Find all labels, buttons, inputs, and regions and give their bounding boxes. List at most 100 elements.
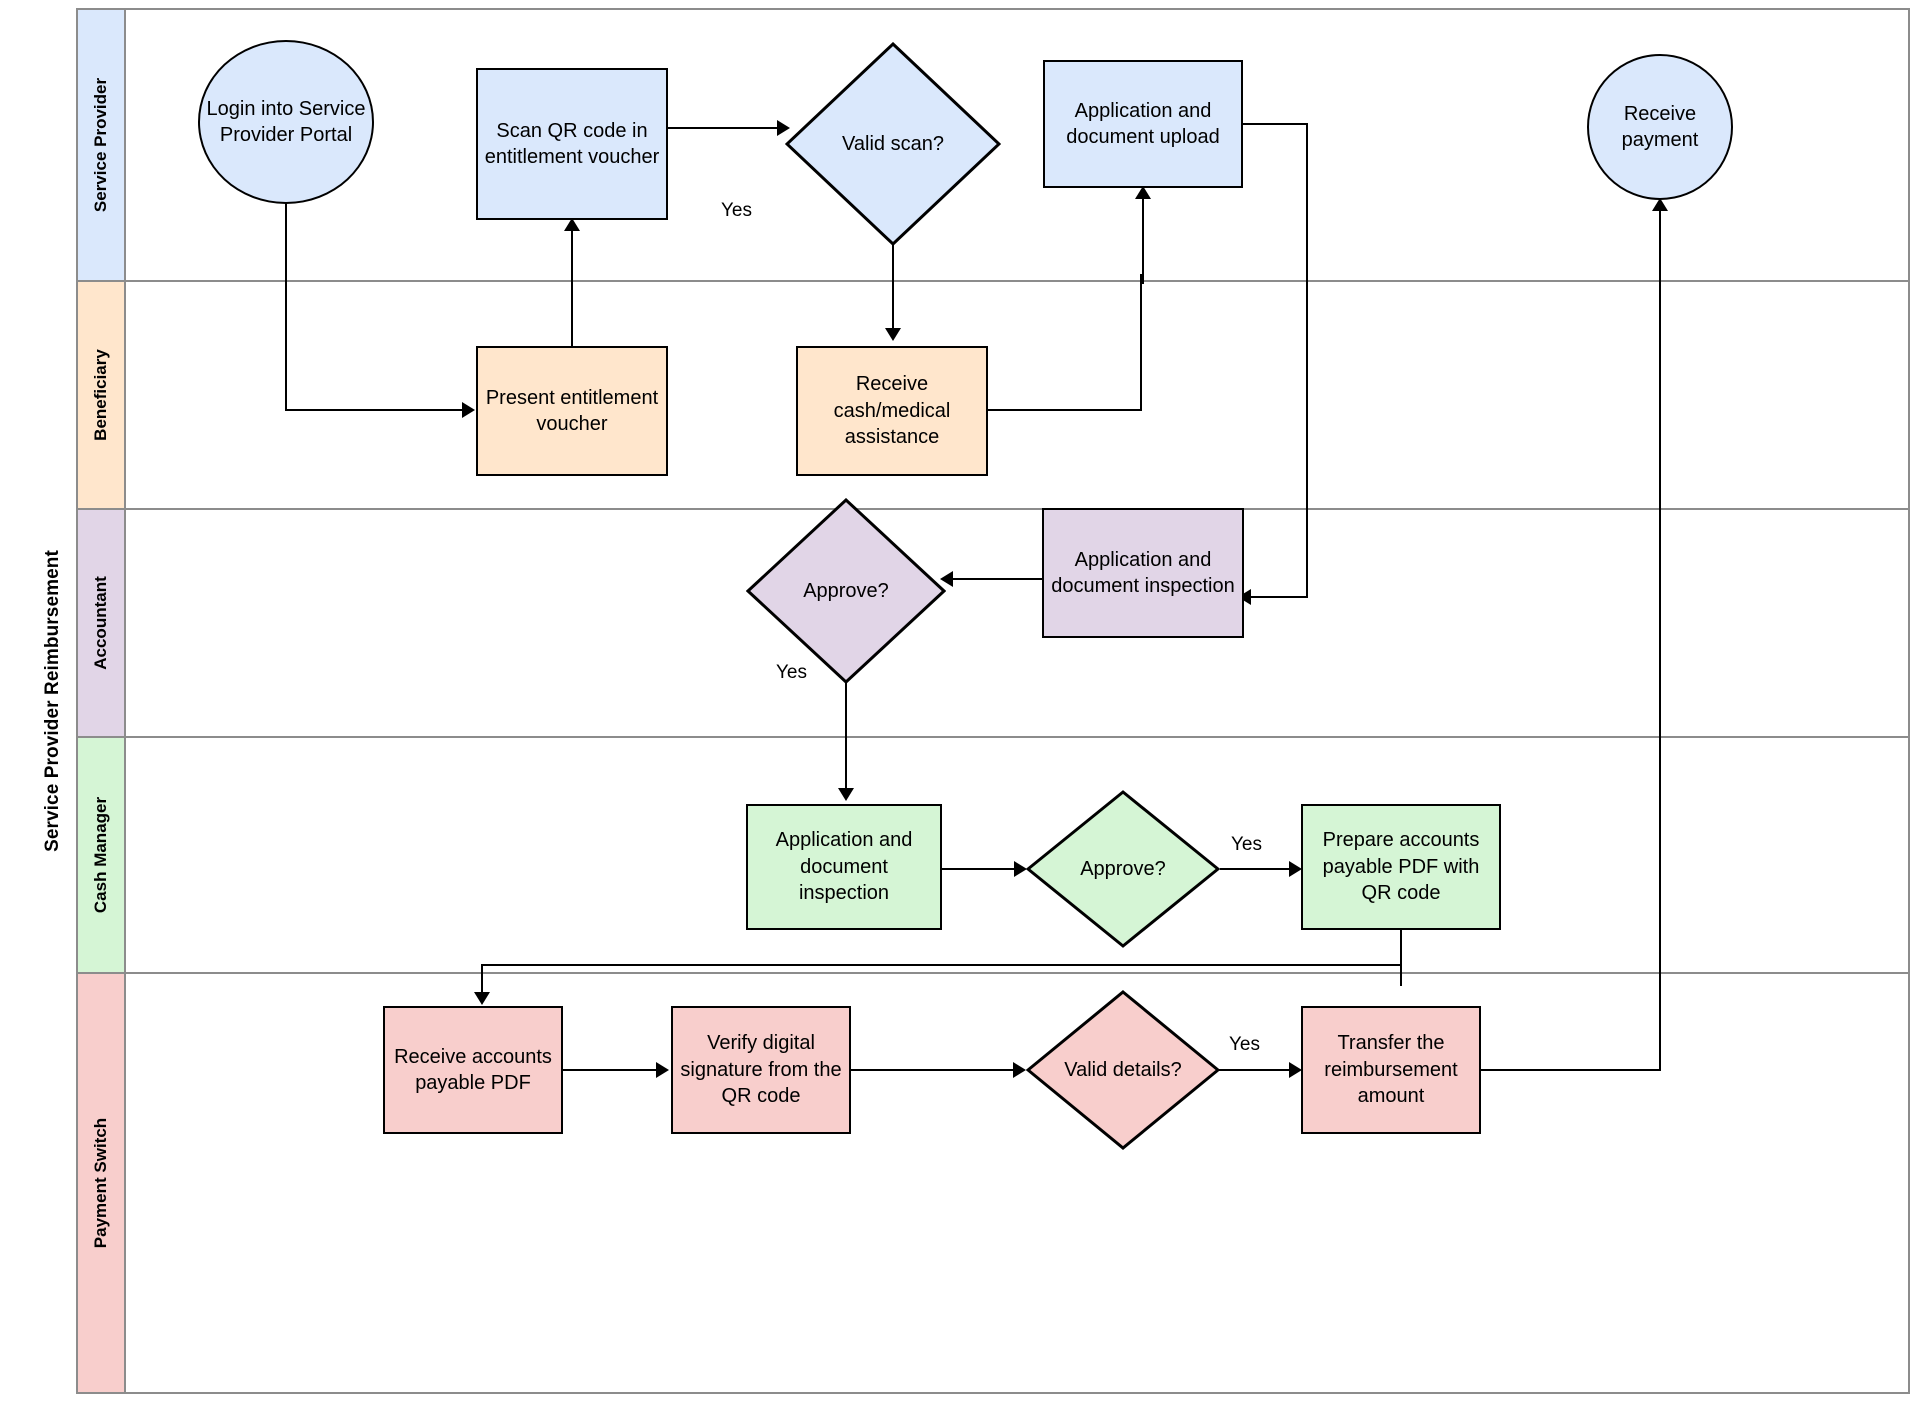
edge-receivecash-up [1140,274,1142,409]
pool-title: Service Provider Reimbursement [30,8,78,1394]
node-login-label: Login into Service Provider Portal [206,97,366,146]
node-login-service-provider-portal[interactable]: Login into Service Provider Portal [198,40,374,204]
node-receive-cash-medical-assistance[interactable]: Receive cash/medical assistance [796,346,988,476]
node-app-doc-upload-label: Application and document upload [1066,99,1220,148]
node-cm-inspection-label: Application and document inspection [775,829,913,905]
edge-transfer-up [1659,964,1661,1069]
pool-title-label: Service Provider Reimbursement [42,550,64,852]
arrowhead-to-receivepayment [1652,198,1668,211]
node-present-entitlement-voucher[interactable]: Present entitlement voucher [476,346,668,476]
arrowhead-to-upload [1135,186,1151,199]
lane-beneficiary: Beneficiary Present entitlement voucher … [78,274,1910,510]
edge-label-valid-scan-yes: Yes [721,200,752,221]
node-transfer-amount-label: Transfer the reimbursement amount [1324,1032,1458,1108]
lane-header-beneficiary: Beneficiary [78,282,126,508]
node-valid-scan-gateway[interactable]: Valid scan? [785,42,1001,246]
arrowhead-to-verify [656,1062,669,1078]
node-cash-manager-approve-gateway[interactable]: Approve? [1026,790,1220,948]
node-transfer-reimbursement-amount[interactable]: Transfer the reimbursement amount [1301,1006,1481,1134]
edge-accountant-yes-cont [845,730,847,788]
edge-presentvoucher-up-cont [571,274,573,346]
arrowhead-to-accountant-approve [940,571,953,587]
lane-body-accountant: Approve? Application and document inspec… [126,498,1910,746]
node-receive-payment[interactable]: Receive payment [1587,54,1733,200]
edge-label-cm-approve-yes: Yes [1231,834,1262,855]
diamond-shape-icon [1026,990,1220,1150]
diamond-shape-icon [785,42,1001,246]
node-present-voucher-label: Present entitlement voucher [485,386,659,435]
arrowhead-to-presentvoucher [462,402,475,418]
edge-upload-down [1306,123,1308,284]
arrowhead-scanqr-to-validscan [777,120,790,136]
pool-border [30,8,1910,1394]
edge-verify-to-validdetails [851,1069,1017,1071]
node-receive-cash-label: Receive cash/medical assistance [833,373,951,449]
lane-label-cash-manager: Cash Manager [91,796,111,914]
lane-payment-switch: Payment Switch Receive accounts payable … [78,964,1910,1392]
edge-login-down [285,200,287,284]
lane-label-payment-switch: Payment Switch [91,1117,110,1249]
edge-receivepdf-to-verify [563,1069,659,1071]
lane-label-accountant: Accountant [91,576,110,670]
edge-receivecash-right [988,409,1142,411]
node-valid-details-label: Valid details? [1064,1058,1182,1081]
arrowhead-to-preparepdf [1289,861,1302,877]
edge-upload-left-to-inspection [1244,596,1308,598]
node-scan-qr-code[interactable]: Scan QR code in entitlement voucher [476,68,668,220]
lane-accountant: Accountant Approve? Application and docu… [78,498,1910,746]
lane-body-beneficiary: Present entitlement voucher Receive cash… [126,274,1910,510]
node-verify-digital-signature[interactable]: Verify digital signature from the QR cod… [671,1006,851,1134]
edge-cmapprove-to-preparepdf [1220,868,1294,870]
node-valid-scan-label: Valid scan? [842,132,944,155]
diamond-shape-icon [1026,790,1220,948]
edge-transfer-pass-accountant [1659,502,1661,738]
lane-header-accountant: Accountant [78,510,126,736]
node-prepare-accounts-payable-pdf[interactable]: Prepare accounts payable PDF with QR cod… [1301,804,1501,930]
arrowhead-to-cm-approve [1014,861,1027,877]
lane-cash-manager: Cash Manager Application and document in… [78,730,1910,986]
edge-validscan-yes-down [892,274,894,328]
node-accountant-inspection-label: Application and document inspection [1051,548,1235,597]
diamond-shape-icon [746,498,946,684]
edge-validscan-down [892,244,894,284]
arrowhead-to-scanqr [564,218,580,231]
edge-transfer-to-receivepayment [1659,200,1661,284]
edge-presentvoucher-to-scanqr [571,220,573,284]
edge-accountant-approve-down [845,682,847,746]
lane-body-cash-manager: Application and document inspection Appr… [126,730,1910,986]
node-verify-signature-label: Verify digital signature from the QR cod… [680,1032,842,1108]
node-accountant-approve-gateway[interactable]: Approve? [746,498,946,684]
node-valid-details-gateway[interactable]: Valid details? [1026,990,1220,1150]
edge-upload-to-accountant-pass [1306,274,1308,510]
edge-inspection-to-approve [948,578,1042,580]
edge-upload-down-accountant [1306,502,1308,598]
node-accountant-approve-label: Approve? [803,579,889,602]
lane-label-beneficiary: Beneficiary [91,349,111,441]
lane-body-payment-switch: Receive accounts payable PDF Verify digi… [126,964,1910,1392]
lane-body-service-provider: Login into Service Provider Portal Scan … [126,10,1910,284]
arrowhead-to-cm-inspection [838,788,854,801]
node-application-document-upload[interactable]: Application and document upload [1043,60,1243,188]
edge-preparepdf-down [1400,930,1402,986]
lane-header-cash-manager: Cash Manager [78,738,126,972]
edge-upload-right [1243,123,1308,125]
arrowhead-to-receivecash [885,328,901,341]
edge-validdetails-to-transfer [1218,1069,1294,1071]
lane-service-provider: Service Provider Login into Service Prov… [78,10,1910,284]
edge-label-accountant-approve-yes: Yes [776,662,807,683]
node-scan-qr-label: Scan QR code in entitlement voucher [484,119,660,168]
node-prepare-pdf-label: Prepare accounts payable PDF with QR cod… [1322,829,1480,905]
lane-label-service-provider: Service Provider [91,77,111,213]
edge-preparepdf-left [481,964,1402,966]
node-cash-manager-application-document-inspection[interactable]: Application and document inspection [746,804,942,930]
edge-transfer-pass-beneficiary [1659,274,1661,510]
node-cm-approve-label: Approve? [1080,857,1166,880]
edge-login-to-presentvoucher [285,409,465,411]
arrowhead-to-validdetails [1013,1062,1026,1078]
node-accountant-application-document-inspection[interactable]: Application and document inspection [1042,508,1244,638]
node-receive-accounts-payable-pdf[interactable]: Receive accounts payable PDF [383,1006,563,1134]
arrowhead-to-transfer [1289,1062,1302,1078]
edge-transfer-pass-cashmanager [1659,730,1661,974]
lane-header-service-provider: Service Provider [78,10,126,280]
